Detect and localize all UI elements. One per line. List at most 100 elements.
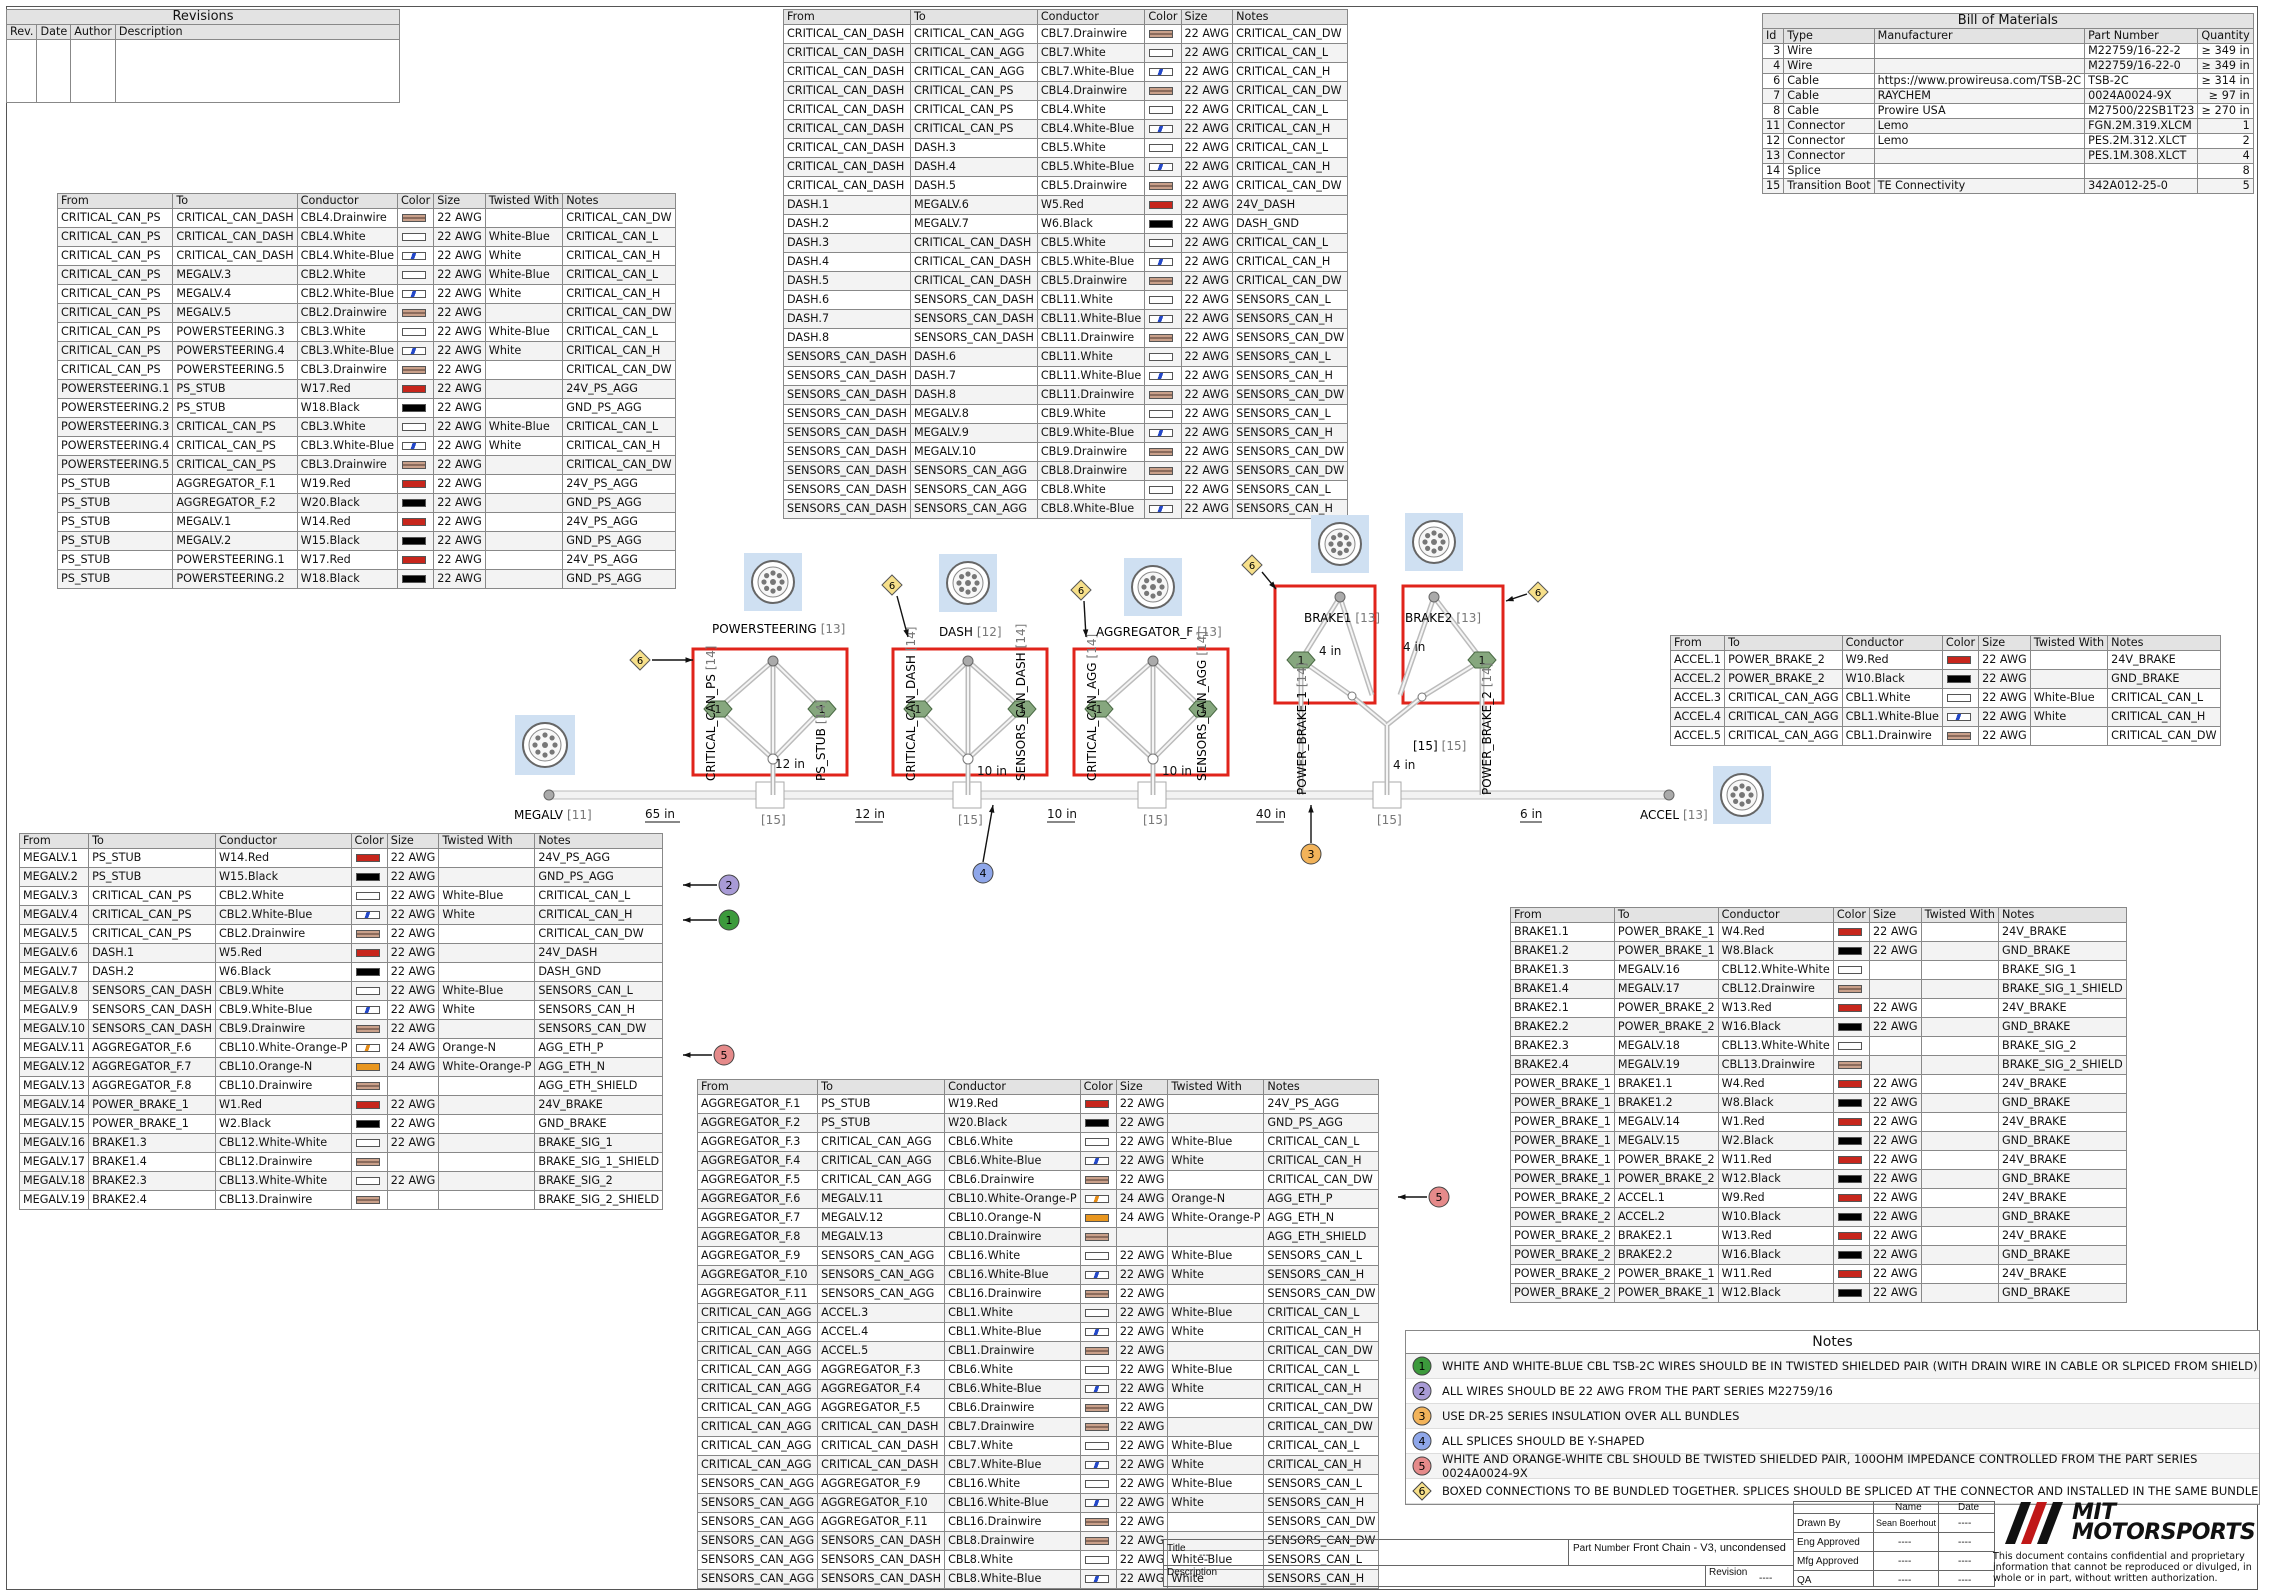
bom-cell: Lemo [1873,133,2086,149]
wire-cell: BRAKE1.2 [1510,941,1615,961]
wire-table-header: Color [350,833,388,849]
wire-cell: POWER_BRAKE_1 [1613,941,1719,961]
wire-table-header: Twisted With [2029,635,2109,651]
wire-color-swatch [396,474,435,494]
wire-cell: SENSORS_CAN_H [1263,1265,1380,1285]
swatch-black [401,499,426,507]
wire-cell: SENSORS_CAN_L [1232,347,1349,367]
splice-hexagon-icon [1084,700,1114,718]
label: [15] [1413,739,1438,753]
note-3-arrow-head [1308,805,1314,813]
wire-cell: ACCEL.5 [1669,726,1726,746]
wire-cell: AGGREGATOR_F.1 [696,1094,819,1114]
wire-cell: W9.Red [1841,650,1943,670]
wire-cell: POWERSTEERING.1 [172,550,298,570]
wire-color-swatch [1832,1112,1871,1132]
bom-cell: TSB-2C [2084,73,2199,89]
wire-cell: DASH.4 [909,157,1038,177]
dash-connector-icon-pin [974,580,980,586]
swatch-drain [1149,30,1174,38]
wire-cell: CRITICAL_CAN_PS [909,100,1038,120]
wire-cell: SENSORS_CAN_DASH [88,981,216,1001]
wire-cell: SENSORS_CAN_AGG [696,1493,819,1513]
wire-table-header: Notes [1998,907,2127,923]
wire-cell: CRITICAL_CAN_H [1263,1322,1380,1342]
wire-cell: DASH.6 [909,347,1038,367]
brake2-connector-icon-pin [1425,533,1431,539]
wire-cell: POWER_BRAKE_1 [88,1095,216,1115]
wire-color-swatch [1144,499,1182,519]
bom-cell: PES.1M.308.XLCT [2084,148,2199,164]
note-5-marker: 5 [1428,1186,1450,1208]
wire-cell: CBL9.White-Blue [215,1000,352,1020]
wire-cell [1920,1245,2000,1265]
wire-cell: CRITICAL_CAN_DW [1263,1417,1380,1437]
wire-cell: 22 AWG [1115,1569,1169,1589]
wire-cell: CRITICAL_CAN_DW [1232,24,1349,44]
connector-label-powersteering-text: POWERSTEERING[13] [712,622,845,636]
connector-label-dash: DASH[12] [939,625,1002,639]
swatch-white [1084,1309,1109,1317]
wire-cell: CRITICAL_CAN_AGG [909,43,1038,63]
swatch-drain [1084,1347,1109,1355]
swatch-black [1837,1099,1862,1107]
wire-cell: AGGREGATOR_F.7 [88,1057,216,1077]
wire-cell: BRAKE_SIG_2 [534,1171,664,1191]
wire-cell: 22 AWG [386,867,440,887]
dash-connector-icon-pin [965,571,971,577]
wire-table-header: Conductor [296,193,398,209]
aggregator-connector-icon-pin [1150,593,1156,599]
swatch-orange [1084,1214,1109,1222]
wire-cell [438,1019,536,1039]
wire-branch-core [1152,708,1204,760]
wire-cell: CBL7.White-Blue [1036,62,1146,82]
wire-cell: SENSORS_CAN_L [534,981,664,1001]
wire-cell: White [2029,707,2109,727]
wire-table-header: Color [396,193,435,209]
accel-endpoint [1663,789,1675,801]
wire-color-swatch [1832,1131,1871,1151]
swatch-wb [1149,258,1174,266]
wire-cell [484,493,564,513]
brake1-connector-icon-pin [1343,547,1349,553]
wire-cell: POWER_BRAKE_2 [1510,1226,1615,1246]
accel-connector-icon-pin [1733,798,1739,804]
wire-cell: W16.Black [1717,1017,1834,1037]
wire-cell: 22 AWG [386,943,440,963]
swatch-black [1837,1213,1862,1221]
wire-cell: 22 AWG [1180,461,1234,481]
wire-cell [484,569,564,589]
wire-cell: POWER_BRAKE_1 [1613,1283,1719,1303]
wire-cell: 22 AWG [1115,1531,1169,1551]
wire-cell: CRITICAL_CAN_DW [1232,81,1349,101]
wire-cell: White-Orange-P [438,1057,536,1077]
bom-cell: Connector [1783,118,1875,134]
note-badge [718,909,740,931]
wire-cell: CRITICAL_CAN_PS [172,455,298,475]
branch-label-text: CRITICAL_CAN_AGG[14] [1085,634,1099,781]
swatch-wb [1084,1157,1109,1165]
brake2-connector-icon-pin [1431,539,1437,545]
tb-drawn-by-label: Drawn By [1797,1518,1840,1529]
swatch-drain [401,214,426,222]
wire-cell: 22 AWG [1115,1398,1169,1418]
wire-cell: SENSORS_CAN_H [1263,1569,1380,1589]
wire-cell: White-Orange-P [1167,1208,1265,1228]
wire-cell: POWER_BRAKE_2 [1510,1207,1615,1227]
wire-cell: SENSORS_CAN_H [1232,499,1349,519]
connector-label-brake2-text: BRAKE2[13] [1405,611,1481,625]
wire-cell: CRITICAL_CAN_H [562,436,676,456]
